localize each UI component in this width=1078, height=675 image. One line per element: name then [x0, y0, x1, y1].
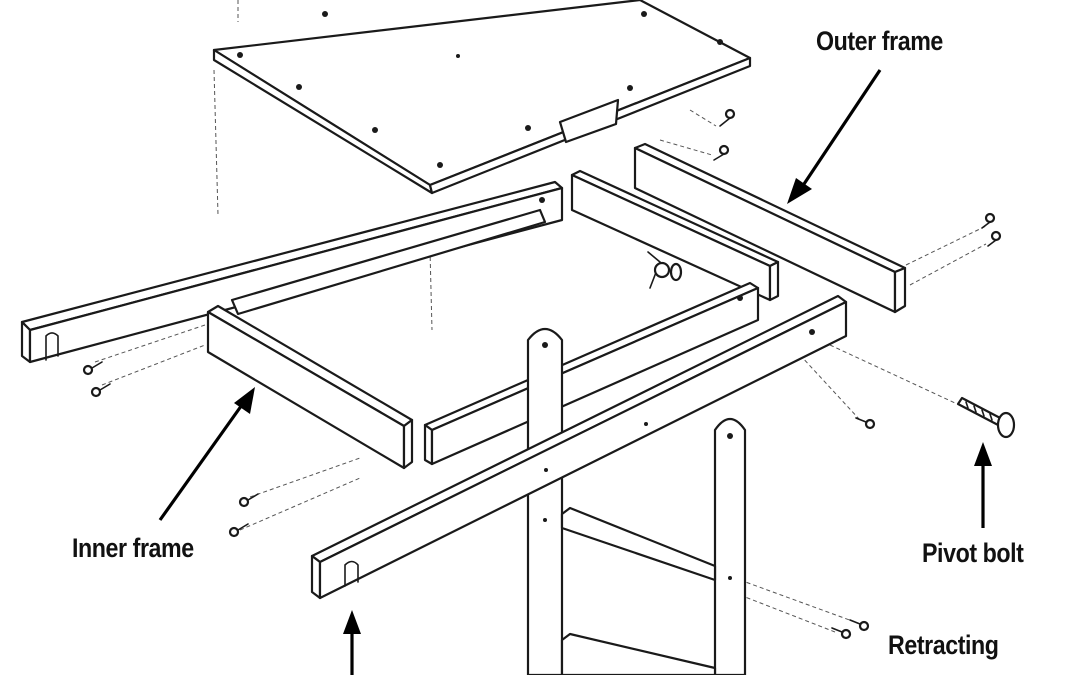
- table-top-panel: [212, 0, 752, 195]
- screw: [831, 627, 852, 640]
- inner-frame-back-rail: [230, 169, 780, 316]
- screw: [90, 383, 111, 398]
- screw: [849, 619, 870, 632]
- wing-nut: [647, 251, 683, 289]
- screws: [82, 108, 1002, 640]
- screw: [855, 417, 876, 430]
- screw: [981, 212, 996, 229]
- inner-frame: [206, 281, 760, 470]
- screw: [82, 361, 103, 376]
- guide-lines: [94, 0, 987, 633]
- pivot-bolt-arrow: [974, 442, 992, 528]
- outer-frame-label: Outer frame: [816, 26, 943, 56]
- rear-left-rail: [20, 180, 564, 364]
- retracting-arrow: [343, 610, 361, 675]
- screw: [713, 144, 730, 161]
- pivot-bolt-label: Pivot bolt: [922, 538, 1024, 568]
- outer-frame-end-rail: [633, 142, 907, 314]
- outer-frame-arrow: [787, 69, 882, 204]
- retracting-legs: [526, 327, 747, 675]
- inner-frame-arrow: [158, 387, 255, 521]
- inner-frame-label: Inner frame: [72, 533, 194, 563]
- screw: [987, 230, 1002, 247]
- outer-frame-front-rail: [310, 294, 848, 600]
- pivot-bolt: [956, 396, 1016, 439]
- screw: [719, 108, 736, 127]
- retracting-label: Retracting: [888, 630, 999, 660]
- screw: [238, 493, 259, 508]
- screw: [228, 523, 249, 538]
